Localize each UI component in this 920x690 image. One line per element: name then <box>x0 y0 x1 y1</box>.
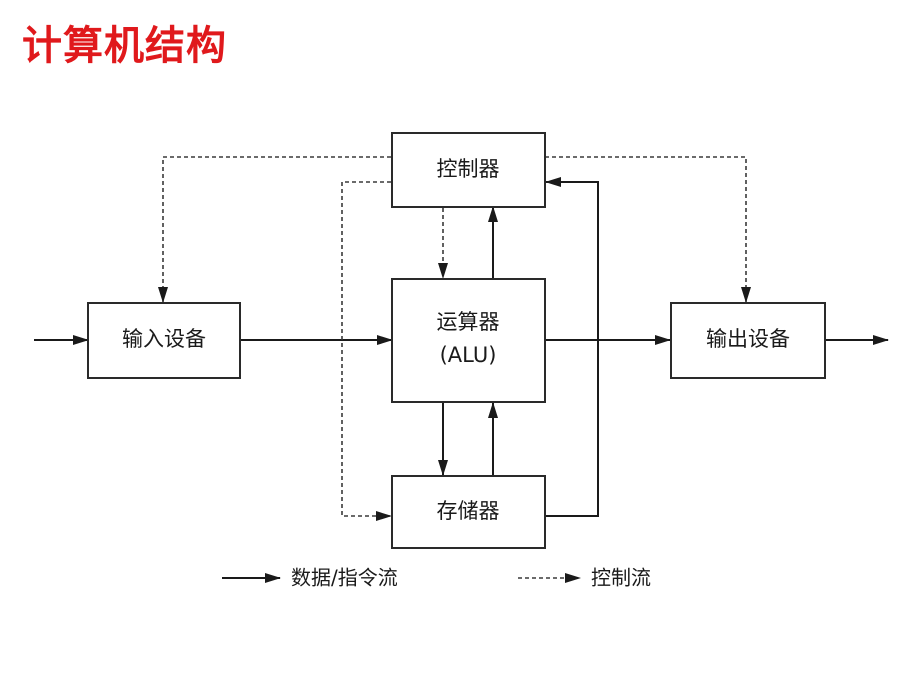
arrow-memory-to-controller <box>545 177 599 517</box>
output-device-label: 输出设备 <box>706 327 790 351</box>
data-flow-arrows <box>34 177 889 517</box>
node-memory: 存储器 <box>391 475 546 549</box>
input-device-label: 输入设备 <box>122 327 206 351</box>
legend-data-flow-label: 数据/指令流 <box>291 566 398 590</box>
node-output-device: 输出设备 <box>670 302 826 379</box>
control-to-memory <box>341 181 392 521</box>
legend: 数据/指令流 控制流 <box>222 566 651 590</box>
memory-label: 存储器 <box>437 499 500 523</box>
alu-label: 运算器 <box>437 310 500 334</box>
alu-abbr-label: (ALU) <box>440 343 497 367</box>
control-to-output <box>545 156 751 303</box>
controller-label: 控制器 <box>437 157 500 181</box>
legend-control-flow-label: 控制流 <box>591 566 651 590</box>
control-flow-arrows <box>158 156 751 521</box>
node-alu: 运算器 (ALU) <box>391 278 546 403</box>
node-controller: 控制器 <box>391 132 546 208</box>
node-input-device: 输入设备 <box>87 302 241 379</box>
control-to-input <box>158 156 391 303</box>
slide-title: 计算机结构 <box>22 23 227 69</box>
